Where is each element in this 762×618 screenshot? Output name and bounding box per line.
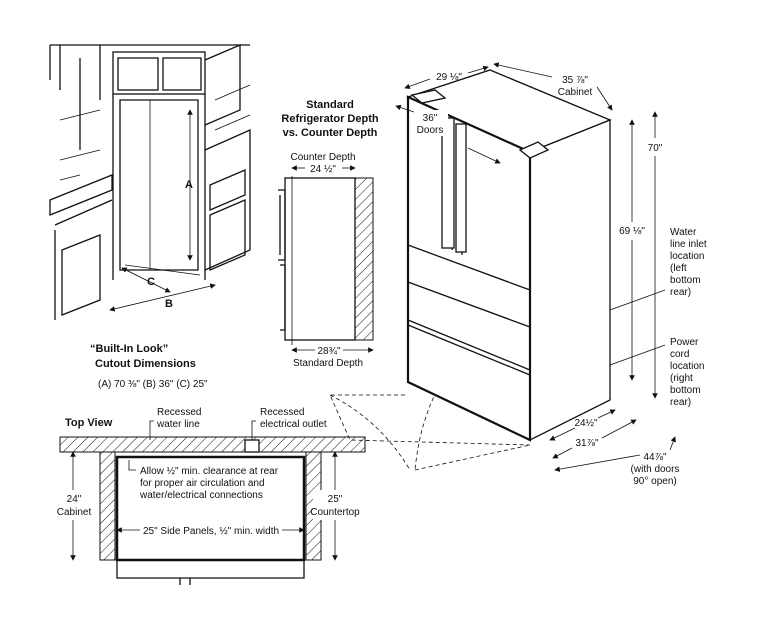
fridge-cabinet-width: 35 ⅞" — [562, 75, 588, 86]
power-cord-note: Power cord location (right bottom rear) — [670, 337, 704, 408]
fridge-depth-2: 31⅞" — [575, 438, 598, 449]
kitchen-cutout-illustration: A C B — [49, 44, 251, 320]
fridge-cabinet-width-label: Cabinet — [558, 87, 593, 98]
water-note-line: (left — [670, 263, 687, 274]
power-note-line: (right — [670, 373, 693, 384]
fridge-depth-1: 24½" — [574, 418, 597, 429]
countertop-depth-label: Countertop — [310, 507, 360, 518]
countertop-depth-value: 25" — [328, 494, 343, 505]
clearance-line-1: Allow ½" min. clearance at rear — [140, 466, 279, 477]
water-note-line: rear) — [670, 287, 691, 298]
water-line-note: Water line inlet location (left bottom r… — [670, 227, 707, 298]
power-note-line: Power — [670, 337, 699, 348]
standard-depth-value: 28¾" — [317, 346, 340, 357]
top-view-title: Top View — [65, 417, 113, 429]
water-line-label-1: Recessed — [157, 407, 201, 418]
open-note-line2: 90° open) — [633, 476, 676, 487]
water-note-line: location — [670, 251, 704, 262]
water-note-line: line inlet — [670, 239, 707, 250]
fridge-depth-open: 44⅞" — [643, 452, 666, 463]
water-note-line: Water — [670, 227, 697, 238]
counter-depth-label: Counter Depth — [290, 152, 355, 163]
side-panels-note: 25" Side Panels, ½" min. width — [143, 526, 279, 537]
fridge-doors-width: 36" — [423, 113, 438, 124]
counter-depth-value: 24 ½" — [310, 164, 336, 175]
cabinet-depth-value: 24" — [67, 494, 82, 505]
fridge-height-total: 70" — [648, 143, 663, 154]
fridge-doors-width-label: Doors — [417, 125, 444, 136]
label-c: C — [147, 276, 155, 288]
fridge-height-cabinet: 69 ⅛" — [619, 226, 645, 237]
depth-title-line3: vs. Counter Depth — [283, 127, 378, 139]
depth-title-line2: Refrigerator Depth — [281, 113, 378, 125]
cabinet-depth-label: Cabinet — [57, 507, 92, 518]
label-b: B — [165, 298, 173, 310]
power-note-line: location — [670, 361, 704, 372]
open-note-line1: (with doors — [631, 464, 680, 475]
label-a: A — [185, 179, 193, 191]
water-note-line: bottom — [670, 275, 701, 286]
clearance-line-2: for proper air circulation and — [140, 478, 265, 489]
power-note-line: rear) — [670, 397, 691, 408]
refrigerator-illustration — [329, 69, 612, 471]
clearance-line-3: water/electrical connections — [139, 490, 263, 501]
cutout-title-line2: Cutout Dimensions — [95, 358, 196, 370]
power-note-line: bottom — [670, 385, 701, 396]
cutout-dimensions: (A) 70 ⅜" (B) 36" (C) 25" — [98, 379, 208, 390]
fridge-width-top: 29 ⅛" — [436, 72, 462, 83]
outlet-label-1: Recessed — [260, 407, 304, 418]
standard-depth-label: Standard Depth — [293, 358, 363, 369]
outlet-label-2: electrical outlet — [260, 419, 327, 430]
water-line-label-2: water line — [156, 419, 200, 430]
power-note-line: cord — [670, 349, 689, 360]
side-view-illustration — [278, 176, 374, 345]
depth-title-line1: Standard — [306, 99, 354, 111]
cutout-title-line1: “Built-In Look” — [90, 343, 168, 355]
